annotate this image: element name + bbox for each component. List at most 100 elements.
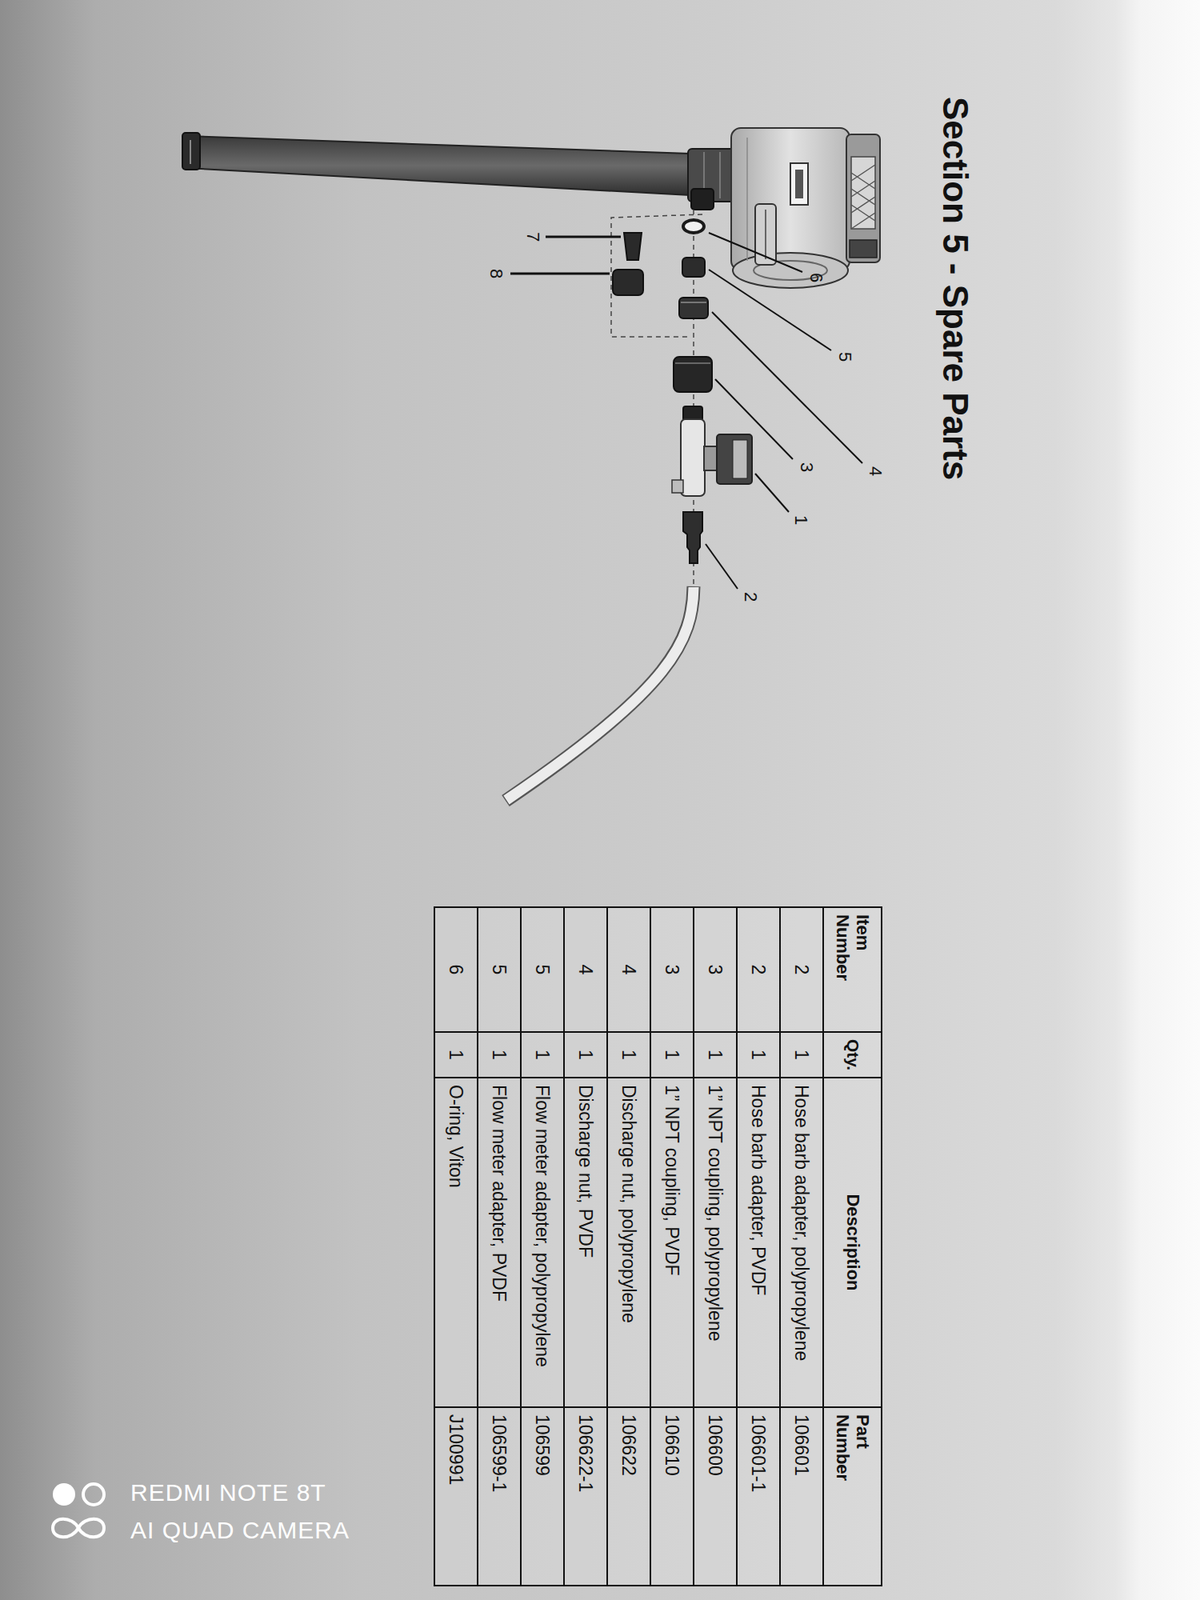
table-cell-text: 1” NPT coupling, PVDF [661,1084,684,1276]
table-cell: 106599-1 [477,1407,521,1586]
flow-meter-body [680,419,705,496]
leader-line [545,236,621,239]
table-cell: 1 [650,1032,694,1078]
table-cell: Flow meter adapter, PVDF [477,1077,521,1408]
parts-table: Item NumberQty. DescriptionPart Number 2 1H… [433,906,883,1587]
fitting-eight [612,269,644,296]
table-cell-text: 1 [661,1049,684,1060]
table-cell-text: 106622 [618,1414,640,1476]
callout-number: 1 [792,515,810,525]
table-cell-text: 1 [618,1049,640,1060]
callout-number: 5 [836,352,854,362]
motor-grip [851,156,876,229]
discharge-nut [679,297,708,319]
table-cell: Part Number [823,1407,882,1586]
watermark-ring [83,1484,104,1505]
table-cell: 2 [736,907,780,1032]
table-cell: 1 [564,1032,608,1078]
table-cell: 2 [780,907,824,1032]
table-cell: 4 [564,907,608,1032]
table-cell: 106601-1 [736,1407,780,1586]
table-cell-text: 5 [488,964,511,976]
table-cell: 1” NPT coupling, PVDF [650,1077,694,1408]
table-cell-text: 1 [748,1049,770,1060]
table-cell-text: Hose barb adapter, PVDF [748,1084,770,1296]
table-cell: 106622 [607,1407,651,1586]
table-cell-text: J100991 [445,1414,468,1485]
table-cell-text: 106601 [791,1414,813,1476]
table-cell: Discharge nut, polypropylene [607,1077,651,1408]
table-cell: 106600 [693,1407,737,1586]
table-cell-text: 3 [661,964,684,976]
column-header: Part Number [832,1414,872,1492]
table-cell-text: 106610 [661,1414,684,1476]
leader-line [755,473,789,512]
o-ring [683,220,704,233]
motor-top-cap [846,134,880,263]
table-cell: 106601 [780,1407,824,1586]
table-cell: 1 [736,1032,780,1078]
table-cell: Qty. [823,1032,882,1078]
table-cell-text: 5 [532,964,554,976]
leader-line [510,272,610,276]
table-cell: J100991 [434,1407,478,1586]
table-cell: 1 [434,1032,478,1078]
table-row: 5 1Flow meter adapter, PVDF106599-1 [477,907,521,1586]
table-row: 4 1Discharge nut, polypropylene 106622 [607,907,651,1586]
npt-coupling [673,356,712,392]
table-cell: Item Number [823,907,882,1032]
column-header: Description [842,1193,862,1291]
hose-barb-adapter [683,512,703,564]
flow-meter-foot [672,480,684,493]
table-row: 51Flow meter adapter, polypropylene10659… [520,907,564,1586]
table-cell: 5 [477,907,521,1032]
motor-logo-plate [790,163,808,205]
table-cell: 6 [434,907,478,1032]
table-cell-text: Discharge nut, polypropylene [618,1084,640,1324]
table-cell-text: 106622-1 [575,1414,597,1492]
table-cell: 1 [477,1032,521,1078]
table-cell-text: 1 [575,1049,597,1060]
camera-watermark: AI QUAD CAMERA [130,1518,350,1543]
table-cell-text: Hose barb adapter, polypropylene [791,1084,813,1361]
motor-vent [755,204,776,265]
motor-logo-mark [795,169,804,199]
table-cell: O-ring, Viton [434,1077,478,1408]
callout-number: 6 [807,272,825,283]
callout-number: 8 [487,268,505,279]
leader-line [708,232,803,272]
table-cell: Hose barb adapter, PVDF [736,1077,780,1408]
table-cell-text: O-ring, Viton [445,1084,468,1188]
table-row: 3 1 1” NPT coupling, PVDF 106610 [650,907,694,1586]
leader-line [708,269,832,351]
table-cell: 106610 [650,1407,694,1586]
table-cell: 5 [520,907,564,1032]
table-cell: 4 [607,907,651,1032]
hose-outline [505,586,694,801]
table-cell: 106622-1 [564,1407,608,1586]
table-cell: 1 [780,1032,824,1078]
table-cell: Flow meter adapter, polypropylene [520,1077,564,1408]
collar-ring [719,152,721,199]
nut-edge [680,301,707,304]
table-cell-text: 2 [791,964,813,976]
column-header: Qty. [843,1039,862,1071]
table-cell-text: 6 [445,964,468,976]
hose [506,587,694,800]
tube-foot [182,132,200,170]
table-cell: 3 [650,907,694,1032]
table-row: 2 1Hose barb adapter, PVDF 106601-1 [736,907,780,1586]
table-cell: Description [823,1077,882,1408]
table-cell-text: 1 [791,1049,813,1060]
leader-line [715,379,793,460]
section-title: Section 5 - Spare Parts [936,96,975,480]
fitting-seven [624,232,642,260]
flow-meter-display [716,434,752,484]
table-cell-text: 4 [575,964,597,976]
table-cell-text: Flow meter adapter, polypropylene [532,1084,554,1368]
table-cell: 1 [520,1032,564,1078]
table-cell-text: 106600 [704,1414,727,1476]
flow-meter-adapter [682,257,705,277]
table-row: 6 1O-ring, VitonJ100991 [434,907,478,1586]
leader-line [705,544,738,589]
